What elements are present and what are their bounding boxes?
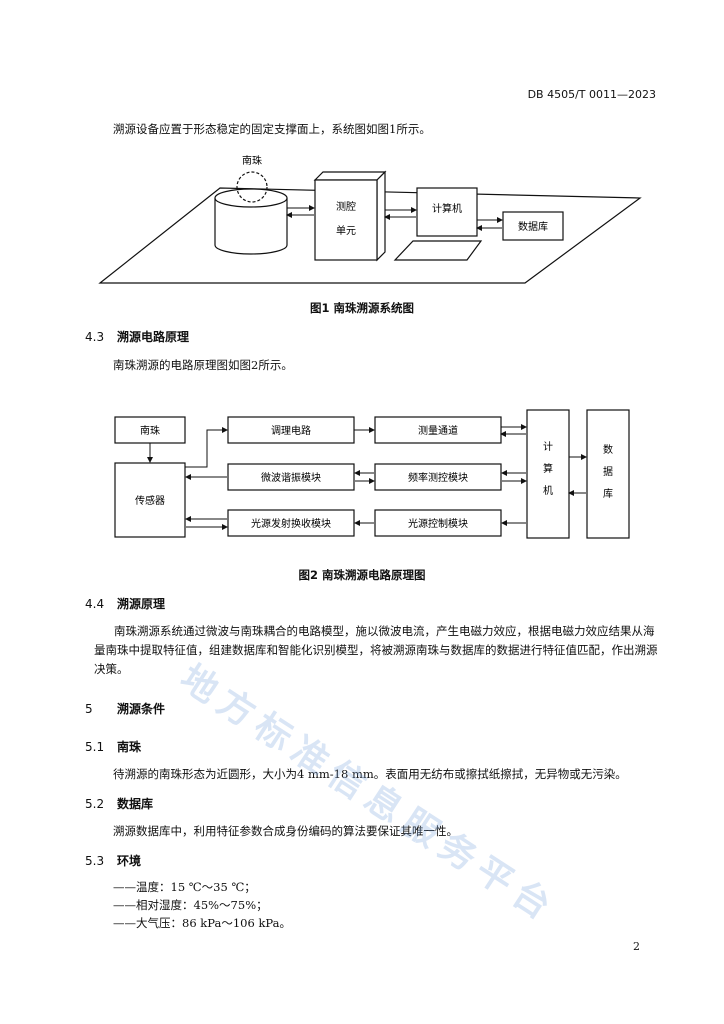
fig2-database-char-3: 库	[603, 487, 613, 500]
fig2-light-control-label: 光源控制模块	[408, 517, 468, 530]
section-4-3-title: 溯源电路原理	[117, 330, 190, 344]
section-5-1-text: 待溯源的南珠形态为近圆形，大小为4 mm-18 mm。表面用无纺布或擦拭纸擦拭，…	[113, 767, 627, 781]
fig2-pearl-box	[114, 416, 186, 444]
intro-paragraph: 溯源设备应置于形态稳定的固定支撑面上，系统图如图1所示。	[113, 122, 431, 136]
measuring-unit-box	[313, 170, 387, 262]
section-5-1-heading: 5.1 南珠	[85, 738, 141, 755]
section-4-4-title: 溯源原理	[117, 597, 166, 611]
fig1-measure-label-2: 单元	[336, 225, 356, 237]
section-5-title: 溯源条件	[117, 702, 166, 716]
fig2-measure-channel-label: 测量通道	[418, 424, 458, 437]
figure-1-diagram: 南珠 测腔 单元 计算机 数据库	[98, 154, 642, 284]
fig2-freq-label: 频率测控模块	[408, 471, 468, 484]
figure-2-diagram: 南珠 传感器 调理电路 测量通道 微波谐振模块 频率测控模块 光源发射换收模块 …	[114, 409, 630, 539]
section-5-number: 5	[85, 702, 93, 716]
support-platform	[98, 187, 642, 284]
computer-keyboard	[393, 240, 483, 261]
env-humidity: ——相对湿度：45%～75%；	[113, 898, 268, 912]
computer-monitor	[416, 187, 478, 237]
pearl-holder-cylinder	[214, 188, 288, 255]
pearl-circle	[236, 171, 268, 203]
fig2-pearl-label: 南珠	[140, 424, 160, 437]
fig1-pearl-label: 南珠	[242, 154, 262, 167]
section-5-1-title: 南珠	[117, 740, 142, 754]
fig2-database-char-2: 据	[603, 465, 613, 478]
section-4-3-text: 南珠溯源的电路原理图如图2所示。	[113, 358, 293, 372]
section-5-3-heading: 5.3 环境	[85, 852, 141, 869]
section-5-1-number: 5.1	[85, 740, 105, 754]
section-4-3-heading: 4.3 溯源电路原理	[85, 328, 189, 345]
fig2-light-emit-label: 光源发射换收模块	[251, 517, 331, 530]
fig2-microwave-box	[227, 463, 355, 491]
fig2-database-char-1: 数	[603, 443, 613, 456]
section-5-3-title: 环境	[117, 854, 142, 868]
figure-2-caption: 图2 南珠溯源电路原理图	[298, 568, 426, 582]
fig2-freq-box	[374, 463, 502, 491]
section-5-2-title: 数据库	[117, 797, 154, 811]
section-4-4-number: 4.4	[85, 597, 105, 611]
fig2-arrow-sensor-conditioning	[185, 427, 228, 468]
env-temperature: ——温度：15 ℃～35 ℃；	[113, 880, 256, 894]
section-4-4-heading: 4.4 溯源原理	[85, 595, 165, 612]
section-5-heading: 5 溯源条件	[85, 700, 165, 717]
section-5-2-text: 溯源数据库中，利用特征参数合成身份编码的算法要保证其唯一性。	[113, 824, 458, 838]
fig2-sensor-label: 传感器	[135, 494, 165, 507]
fig2-database-box	[586, 409, 630, 539]
fig2-computer-char-3: 机	[543, 484, 553, 497]
section-5-2-number: 5.2	[85, 797, 105, 811]
standard-code: DB 4505/T 0011—2023	[527, 88, 656, 101]
fig2-computer-box	[526, 409, 570, 539]
fig2-sensor-box	[114, 462, 186, 538]
page-number: 2	[633, 940, 640, 953]
database-box	[502, 211, 564, 241]
figure-1-caption: 图1 南珠溯源系统图	[309, 301, 414, 315]
section-4-3-number: 4.3	[85, 330, 105, 344]
fig2-computer-char-2: 算	[543, 462, 553, 475]
fig2-computer-char-1: 计	[543, 440, 553, 453]
fig1-computer-label: 计算机	[432, 202, 462, 215]
section-5-2-heading: 5.2 数据库	[85, 795, 153, 812]
fig2-conditioning-label: 调理电路	[271, 424, 311, 437]
fig2-microwave-label: 微波谐振模块	[261, 471, 321, 484]
section-4-4-text: 南珠溯源系统通过微波与南珠耦合的电路模型，施以微波电流，产生电磁力效应，根据电磁…	[94, 624, 658, 676]
fig2-light-emit-box	[227, 509, 355, 537]
fig1-measure-label-1: 测腔	[336, 200, 356, 213]
section-5-3-number: 5.3	[85, 854, 105, 868]
fig1-database-label: 数据库	[518, 220, 548, 233]
fig2-measure-channel-box	[374, 416, 502, 444]
env-pressure: ——大气压：86 kPa～106 kPa。	[113, 916, 291, 930]
